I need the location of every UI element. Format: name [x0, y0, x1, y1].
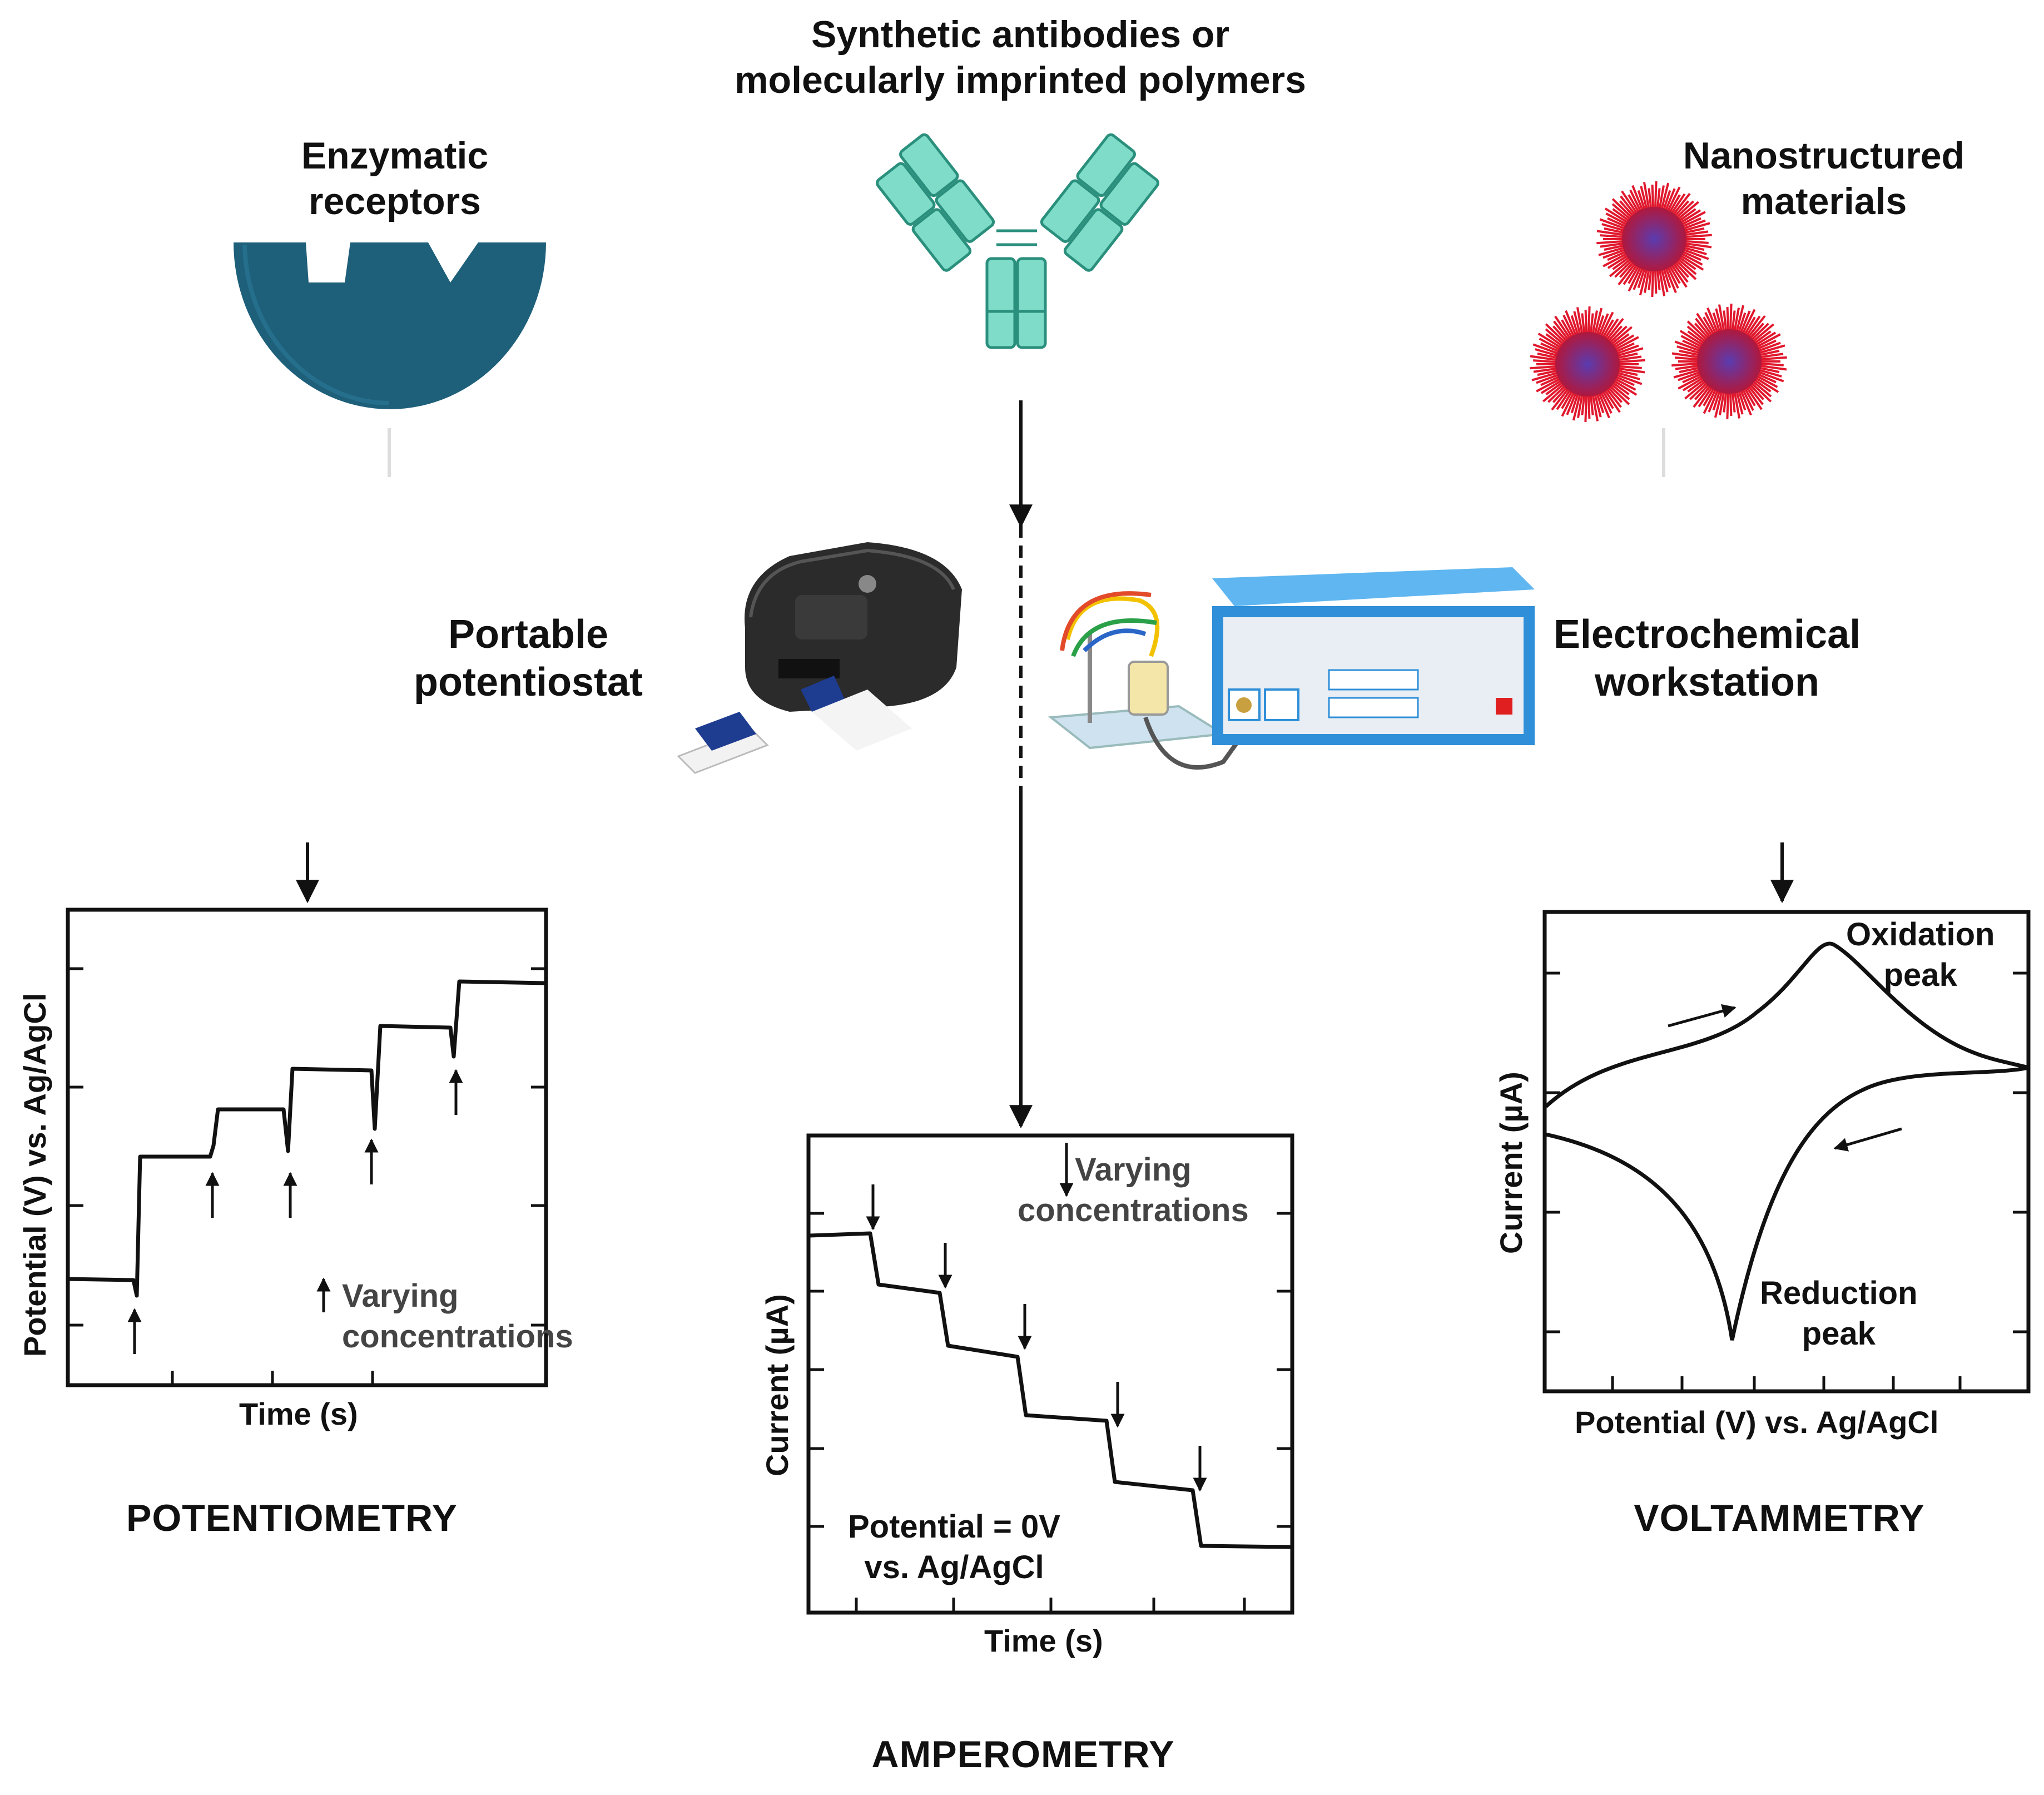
potentiometry-title: POTENTIOMETRY	[126, 1497, 458, 1539]
workstation-text: Electrochemical workstation	[1553, 612, 1861, 705]
enzymatic-receptor-icon	[234, 242, 546, 409]
enzymatic-text: Enzymatic receptors	[301, 135, 489, 222]
amperometry-title: AMPEROMETRY	[871, 1733, 1175, 1776]
portable-potentiostat-icon	[677, 542, 962, 774]
potentiometry-note: Varying concentrations	[281, 1276, 573, 1357]
voltammetry-title: VOLTAMMETRY	[1634, 1497, 1925, 1539]
reduction-note: Reduction peak	[1760, 1273, 1918, 1354]
potentiometry-plot	[66, 908, 548, 1387]
reduction-text: Reduction peak	[1760, 1275, 1918, 1352]
amperometry-ylabel: Current (µA)	[760, 1294, 795, 1476]
amperometry-potential-note: Potential = 0V vs. Ag/AgCl	[848, 1507, 1060, 1588]
amperometry-note: Varying concentrations	[1018, 1150, 1249, 1231]
synthetic-text: Synthetic antibodies or molecularly impr…	[735, 13, 1306, 101]
synthetic-label: Synthetic antibodies or molecularly impr…	[684, 12, 1357, 103]
amperometry-potential-text: Potential = 0V vs. Ag/AgCl	[848, 1509, 1060, 1585]
portable-text: Portable potentiostat	[414, 612, 643, 705]
workstation-icon	[1048, 567, 1535, 770]
workstation-label: Electrochemical workstation	[1540, 611, 1874, 707]
voltammetry-xlabel: Potential (V) vs. Ag/AgCl	[1575, 1405, 1939, 1440]
voltammetry-ylabel: Current (µA)	[1494, 1072, 1529, 1254]
technique-bracket	[296, 790, 1794, 1129]
enzymatic-label: Enzymatic receptors	[217, 133, 573, 224]
voltammetry-plot	[1542, 910, 2031, 1394]
amperometry-note-text: Varying concentrations	[1018, 1152, 1249, 1228]
potentiometry-ylabel: Potential (V) vs. Ag/AgCl	[17, 993, 52, 1357]
potentiometry-xlabel: Time (s)	[239, 1396, 358, 1431]
oxidation-note: Oxidation peak	[1846, 915, 1995, 995]
nano-label: Nanostructured materials	[1640, 133, 2007, 224]
oxidation-text: Oxidation peak	[1846, 916, 1995, 993]
receptor-bracket	[388, 400, 1665, 790]
portable-label: Portable potentiostat	[389, 611, 667, 707]
antibody-icon	[876, 133, 1159, 349]
amperometry-xlabel: Time (s)	[984, 1623, 1103, 1658]
nanoparticle	[1530, 306, 1645, 423]
potentiometry-note-text: Varying concentrations	[342, 1278, 573, 1355]
nanoparticle	[1671, 303, 1787, 420]
nanoparticle	[1596, 181, 1712, 297]
nano-text: Nanostructured materials	[1683, 135, 1965, 222]
nanoparticle-icon	[1530, 181, 1787, 423]
amperometry-plot	[806, 1133, 1294, 1615]
